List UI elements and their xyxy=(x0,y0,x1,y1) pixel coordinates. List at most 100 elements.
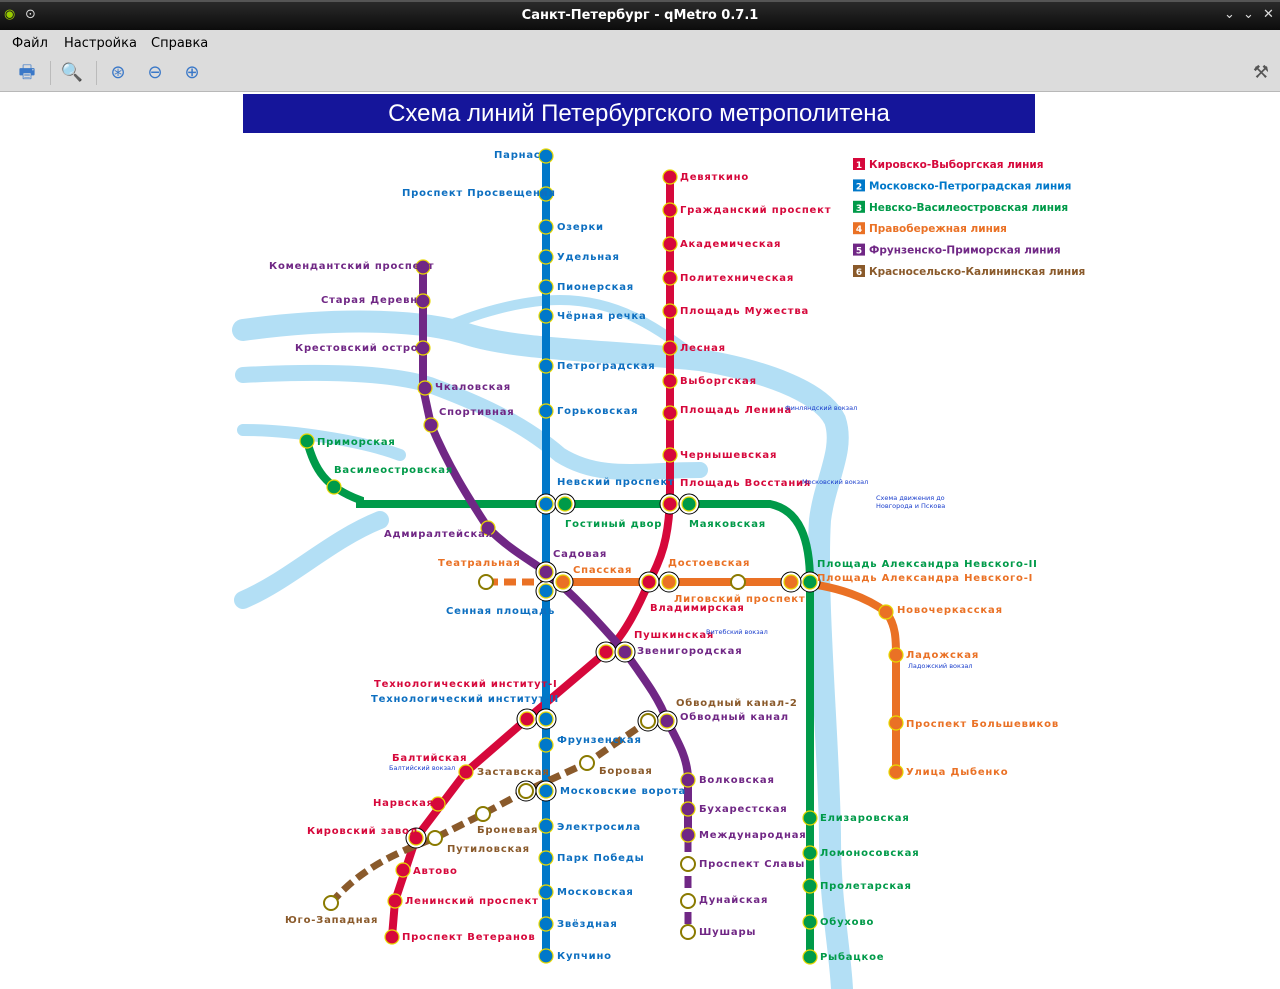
station-label[interactable]: Старая Деревня xyxy=(321,295,425,306)
station-red[interactable] xyxy=(662,496,678,512)
station-label[interactable]: Чёрная речка xyxy=(557,310,647,322)
station-blue[interactable] xyxy=(538,583,554,599)
station-brown[interactable] xyxy=(427,830,443,846)
station-label[interactable]: Балтийская xyxy=(392,753,467,764)
station-label[interactable]: Маяковская xyxy=(689,519,766,530)
station-label[interactable]: Академическая xyxy=(680,239,781,250)
station-red[interactable] xyxy=(662,340,678,356)
station-green[interactable] xyxy=(802,845,818,861)
station-purple[interactable] xyxy=(680,827,696,843)
station-label[interactable]: Электросила xyxy=(557,822,641,833)
menu-file[interactable]: Файл xyxy=(12,36,48,51)
station-purple[interactable] xyxy=(680,772,696,788)
station-blue[interactable] xyxy=(538,737,554,753)
station-blue[interactable] xyxy=(538,711,554,727)
station-label[interactable]: Технологический институт-I xyxy=(374,679,558,690)
station-blue[interactable] xyxy=(538,186,554,202)
station-orange[interactable] xyxy=(783,574,799,590)
station-label[interactable]: Политехническая xyxy=(680,273,794,284)
station-red[interactable] xyxy=(430,796,446,812)
station-purple[interactable] xyxy=(659,713,675,729)
station-label[interactable]: Чернышевская xyxy=(680,450,777,461)
station-red[interactable] xyxy=(519,711,535,727)
station-label[interactable]: Елизаровская xyxy=(820,813,910,824)
station-purple[interactable] xyxy=(480,520,496,536)
station-label[interactable]: Василеостровская xyxy=(334,465,453,476)
station-label[interactable]: Проспект Ветеранов xyxy=(402,932,535,943)
station-label[interactable]: Шушары xyxy=(699,927,756,938)
station-blue[interactable] xyxy=(538,783,554,799)
print-icon[interactable]: 🖶 xyxy=(18,62,36,83)
station-red[interactable] xyxy=(662,169,678,185)
station-orange[interactable] xyxy=(888,715,904,731)
station-label[interactable]: Пионерская xyxy=(557,282,634,293)
station-red[interactable] xyxy=(662,270,678,286)
station-red[interactable] xyxy=(662,405,678,421)
station-purple[interactable] xyxy=(680,893,696,909)
station-green[interactable] xyxy=(802,914,818,930)
station-label[interactable]: Выборгская xyxy=(680,375,757,387)
station-label[interactable]: Ленинский проспект xyxy=(405,896,539,907)
station-blue[interactable] xyxy=(538,948,554,964)
station-purple[interactable] xyxy=(423,417,439,433)
station-label[interactable]: Купчино xyxy=(557,951,612,962)
station-blue[interactable] xyxy=(538,358,554,374)
station-brown[interactable] xyxy=(475,806,491,822)
station-label[interactable]: Театральная xyxy=(438,558,521,569)
station-label[interactable]: Сенная площадь xyxy=(446,606,555,617)
station-label[interactable]: Парк Победы xyxy=(557,852,644,864)
station-label[interactable]: Новочеркасская xyxy=(897,605,1003,616)
minimize-icon[interactable]: ⌄ xyxy=(1224,7,1235,22)
station-label[interactable]: Адмиралтейская xyxy=(384,529,493,540)
station-label[interactable]: Площадь Ленина xyxy=(680,405,792,416)
station-label[interactable]: Спортивная xyxy=(439,407,515,418)
station-label[interactable]: Ломоносовская xyxy=(820,848,919,859)
station-green[interactable] xyxy=(681,496,697,512)
station-red[interactable] xyxy=(662,373,678,389)
station-red[interactable] xyxy=(662,202,678,218)
station-orange[interactable] xyxy=(478,574,494,590)
station-purple[interactable] xyxy=(680,924,696,940)
station-label[interactable]: Московские ворота xyxy=(560,786,686,797)
station-green[interactable] xyxy=(299,433,315,449)
station-red[interactable] xyxy=(387,893,403,909)
maximize-icon[interactable]: ⌄ xyxy=(1243,7,1254,22)
close-icon[interactable]: ✕ xyxy=(1263,7,1274,22)
menu-settings[interactable]: Настройка xyxy=(64,36,137,51)
station-brown[interactable] xyxy=(323,895,339,911)
station-label[interactable]: Гражданский проспект xyxy=(680,205,831,216)
station-label[interactable]: Площадь Александра Невского-I xyxy=(817,573,1033,584)
station-label[interactable]: Московская xyxy=(557,887,634,898)
station-label[interactable]: Нарвская xyxy=(373,798,434,809)
station-label[interactable]: Волковская xyxy=(699,775,775,786)
station-blue[interactable] xyxy=(538,916,554,932)
station-orange[interactable] xyxy=(555,574,571,590)
station-label[interactable]: Площадь Александра Невского-II xyxy=(817,559,1038,570)
station-label[interactable]: Парнас xyxy=(494,150,541,161)
station-label[interactable]: Садовая xyxy=(553,549,607,560)
station-orange[interactable] xyxy=(661,574,677,590)
station-blue[interactable] xyxy=(538,403,554,419)
station-label[interactable]: Лесная xyxy=(680,343,726,354)
station-red[interactable] xyxy=(662,236,678,252)
station-purple[interactable] xyxy=(415,259,431,275)
zoom-fit-icon[interactable]: ⊛ xyxy=(110,62,126,83)
station-label[interactable]: Бухарестская xyxy=(699,804,788,815)
station-label[interactable]: Ладожская xyxy=(906,650,979,661)
station-label[interactable]: Фрунзенская xyxy=(557,735,642,746)
station-purple[interactable] xyxy=(680,856,696,872)
station-purple[interactable] xyxy=(538,564,554,580)
station-label[interactable]: Владимирская xyxy=(650,603,745,614)
station-label[interactable]: Броневая xyxy=(477,825,538,836)
station-green[interactable] xyxy=(802,574,818,590)
station-green[interactable] xyxy=(802,949,818,965)
station-purple[interactable] xyxy=(417,380,433,396)
station-label[interactable]: Обводный канал-2 xyxy=(676,697,798,709)
station-label[interactable]: Кировский завод xyxy=(307,826,419,837)
station-label[interactable]: Удельная xyxy=(557,252,620,263)
station-label[interactable]: Спасская xyxy=(573,565,632,576)
station-label[interactable]: Крестовский остров xyxy=(295,343,426,354)
station-label[interactable]: Автово xyxy=(413,866,458,877)
station-green[interactable] xyxy=(802,810,818,826)
